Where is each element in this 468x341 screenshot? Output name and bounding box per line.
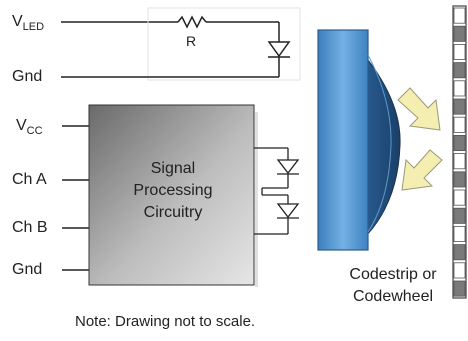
codestrip-window (453, 189, 466, 206)
codestrip (452, 5, 467, 299)
pin-gnd-bottom-label: Gnd (12, 261, 43, 278)
optical-lens (317, 29, 401, 251)
codestrip-window (453, 80, 466, 97)
codestrip-label-line-2: Codewheel (352, 288, 434, 305)
light-arrow-icon (397, 87, 441, 131)
pin-wires (62, 125, 89, 271)
codestrip-window (453, 153, 466, 170)
led-icon (267, 41, 291, 58)
scale-note: Note: Drawing not to scale. (75, 313, 256, 330)
led-circuit (61, 7, 301, 81)
pin-chb-label: Ch B (12, 219, 48, 236)
pin-cha-label: Ch A (12, 171, 47, 188)
photodiode-icon (276, 159, 300, 175)
codestrip-window (453, 280, 466, 297)
light-arrow-icon (401, 149, 443, 191)
resistor-icon (177, 15, 207, 29)
pin-vcc-label: VCC (16, 117, 43, 137)
signal-processing-box (88, 104, 255, 286)
codestrip-window (453, 225, 466, 242)
codestrip-window (453, 25, 466, 42)
box-label-line-2: Processing (133, 182, 213, 199)
box-shadow (255, 112, 258, 287)
box-label: Signal Processing Circuitry (98, 158, 248, 224)
codestrip-window (453, 116, 466, 133)
codestrip-window (453, 207, 466, 224)
photodiode-icon (276, 203, 300, 219)
codestrip-window (453, 7, 466, 24)
photodiodes (254, 147, 300, 235)
codestrip-label-line-1: Codestrip or (349, 266, 437, 283)
codestrip-label: Codestrip or Codewheel (338, 264, 448, 308)
codestrip-window (453, 44, 466, 61)
pin-vled-label: VLED (12, 13, 45, 33)
pin-gnd-top-label: Gnd (12, 68, 43, 85)
box-label-line-1: Signal (150, 160, 196, 177)
codestrip-window (453, 171, 466, 188)
codestrip-window (453, 262, 466, 279)
codestrip-window (453, 98, 466, 115)
led-frame (147, 7, 301, 81)
resistor-label: R (186, 33, 197, 49)
codestrip-window (453, 62, 466, 79)
box-label-line-3: Circuitry (143, 204, 203, 221)
codestrip-window (453, 134, 466, 151)
codestrip-window (453, 244, 466, 261)
